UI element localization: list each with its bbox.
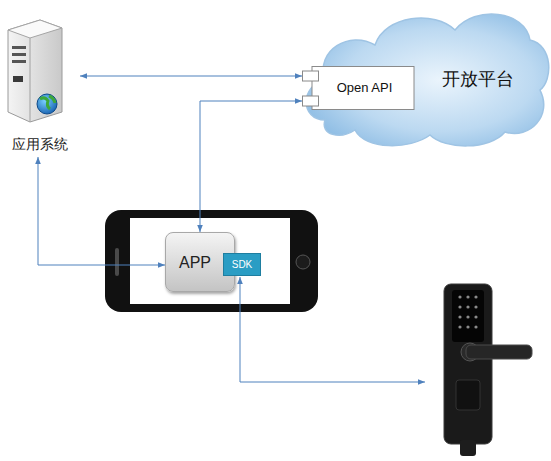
bluetooth-link — [240, 277, 425, 382]
connector-arrow — [38, 157, 165, 265]
app-box: APPSDK — [165, 232, 235, 292]
server-slot — [12, 46, 26, 49]
door-lock-illustration — [444, 284, 532, 456]
server-node: 应用系统 — [0, 20, 80, 157]
node-label: Open API — [314, 66, 415, 110]
lock-handle — [466, 345, 532, 359]
server-icon — [8, 20, 62, 122]
lock-fingerprint — [456, 380, 480, 410]
phone-home-button — [296, 255, 310, 269]
connector-arrow — [80, 76, 302, 77]
lock-base — [460, 440, 476, 456]
phone-body — [105, 210, 318, 312]
node-label: APP — [166, 233, 224, 293]
component-body — [312, 67, 414, 110]
sdk-tag: SDK — [223, 253, 261, 276]
cloud-outline — [306, 14, 549, 146]
cloud-node: 开放平台 Open API — [295, 0, 551, 150]
component-port — [303, 71, 319, 81]
component-box: Open API — [302, 66, 415, 110]
node-label: SDK — [224, 254, 260, 275]
server-drive — [13, 76, 23, 82]
server-slot — [12, 60, 26, 63]
connector-arrow — [200, 101, 302, 232]
phone-speaker — [115, 248, 119, 276]
component-port — [303, 96, 319, 106]
server-edge — [30, 38, 31, 122]
globe-land — [40, 96, 55, 109]
phone-screen — [130, 218, 290, 304]
server-body — [8, 20, 62, 122]
lock-keypad — [452, 290, 484, 342]
keypad-keys — [458, 295, 477, 328]
node-label: 开放平台 — [423, 64, 533, 94]
node-label: 应用系统 — [0, 132, 80, 156]
phone-illustration — [105, 210, 318, 312]
globe-icon — [37, 94, 57, 114]
lock-plate — [444, 284, 492, 444]
server-top — [8, 20, 62, 38]
server-slot — [12, 53, 26, 56]
